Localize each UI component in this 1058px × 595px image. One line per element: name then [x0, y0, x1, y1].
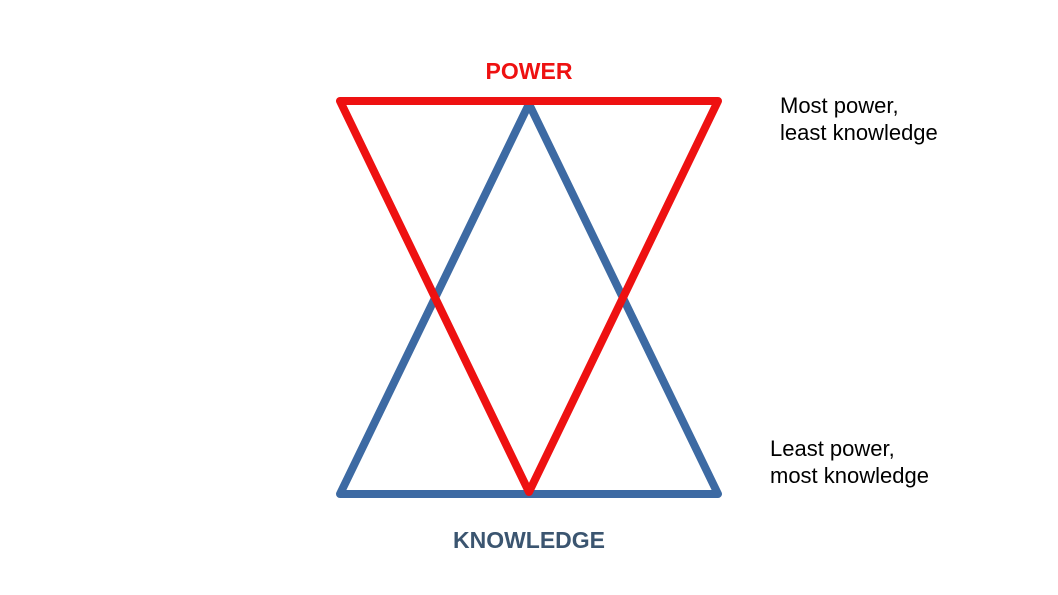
- power-triangle: [336, 97, 722, 496]
- least-power-annotation: Least power, most knowledge: [770, 435, 929, 489]
- least-power-annotation-line2: most knowledge: [770, 463, 929, 488]
- knowledge-label: KNOWLEDGE: [452, 527, 606, 553]
- least-power-annotation-line1: Least power,: [770, 436, 895, 461]
- most-power-annotation-line2: least knowledge: [780, 120, 938, 145]
- most-power-annotation-line1: Most power,: [780, 93, 899, 118]
- knowledge-triangle: [336, 100, 722, 498]
- most-power-annotation: Most power, least knowledge: [780, 92, 938, 146]
- power-label: POWER: [485, 58, 573, 84]
